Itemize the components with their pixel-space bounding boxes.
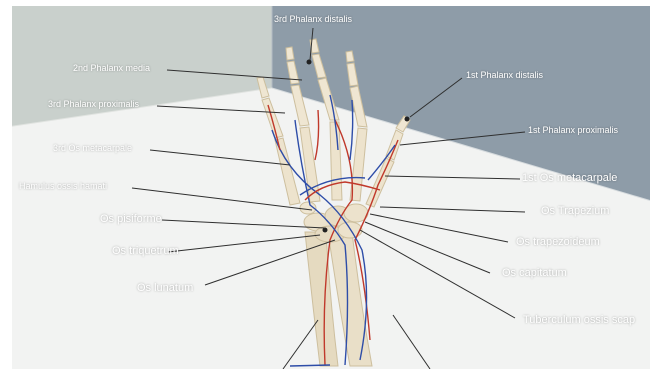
viewport-left-border (0, 0, 12, 369)
label-1st-phalanx-distalis[interactable]: 1st Phalanx distalis (466, 70, 543, 80)
label-3rd-phalanx-proximalis[interactable]: 3rd Phalanx proximalis (48, 99, 139, 109)
viewport-top-border (0, 0, 655, 6)
label-2nd-phalanx-media[interactable]: 2nd Phalanx media (73, 63, 150, 73)
label-os-capitatum[interactable]: Os capitatum (502, 267, 567, 279)
label-3rd-os-metacarpale[interactable]: 3rd Os metacarpale (53, 143, 132, 153)
label-hamulus-ossis-hamati[interactable]: Hamulus ossis hamati (19, 181, 107, 191)
label-os-triquetrum[interactable]: Os triquetrum (112, 245, 179, 257)
label-tuberculum-ossis-scaphoidei[interactable]: Tuberculum ossis scap (523, 314, 635, 326)
viewport-right-border (650, 0, 655, 369)
label-1st-os-metacarpale[interactable]: 1st Os metacarpale (522, 172, 617, 184)
label-3rd-phalanx-distalis[interactable]: 3rd Phalanx distalis (274, 14, 352, 24)
label-os-trapezium[interactable]: Os Trapezium (541, 205, 609, 217)
label-os-pisiforme[interactable]: Os pisiforme (100, 213, 162, 225)
label-1st-phalanx-proximalis[interactable]: 1st Phalanx proximalis (528, 125, 618, 135)
label-os-trapezoideum[interactable]: Os trapezoideum (516, 236, 600, 248)
label-os-lunatum[interactable]: Os lunatum (137, 282, 193, 294)
